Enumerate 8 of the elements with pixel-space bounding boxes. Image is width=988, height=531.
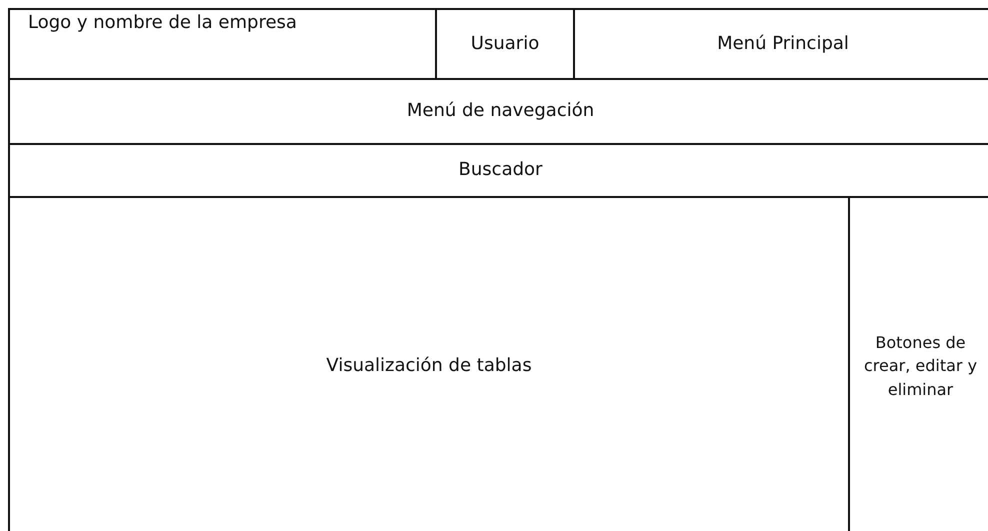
section-label: Buscador (458, 158, 542, 182)
section-label: Usuario (470, 32, 540, 56)
section-label: Botones de crear, editar y eliminar (862, 332, 978, 401)
section-label: Visualización de tablas (326, 354, 532, 378)
section-label: Logo y nombre de la empresa (28, 11, 297, 35)
header-section (8, 8, 437, 80)
section-label: Menú de navegación (406, 99, 594, 124)
section-label: Menú Principal (717, 32, 849, 56)
